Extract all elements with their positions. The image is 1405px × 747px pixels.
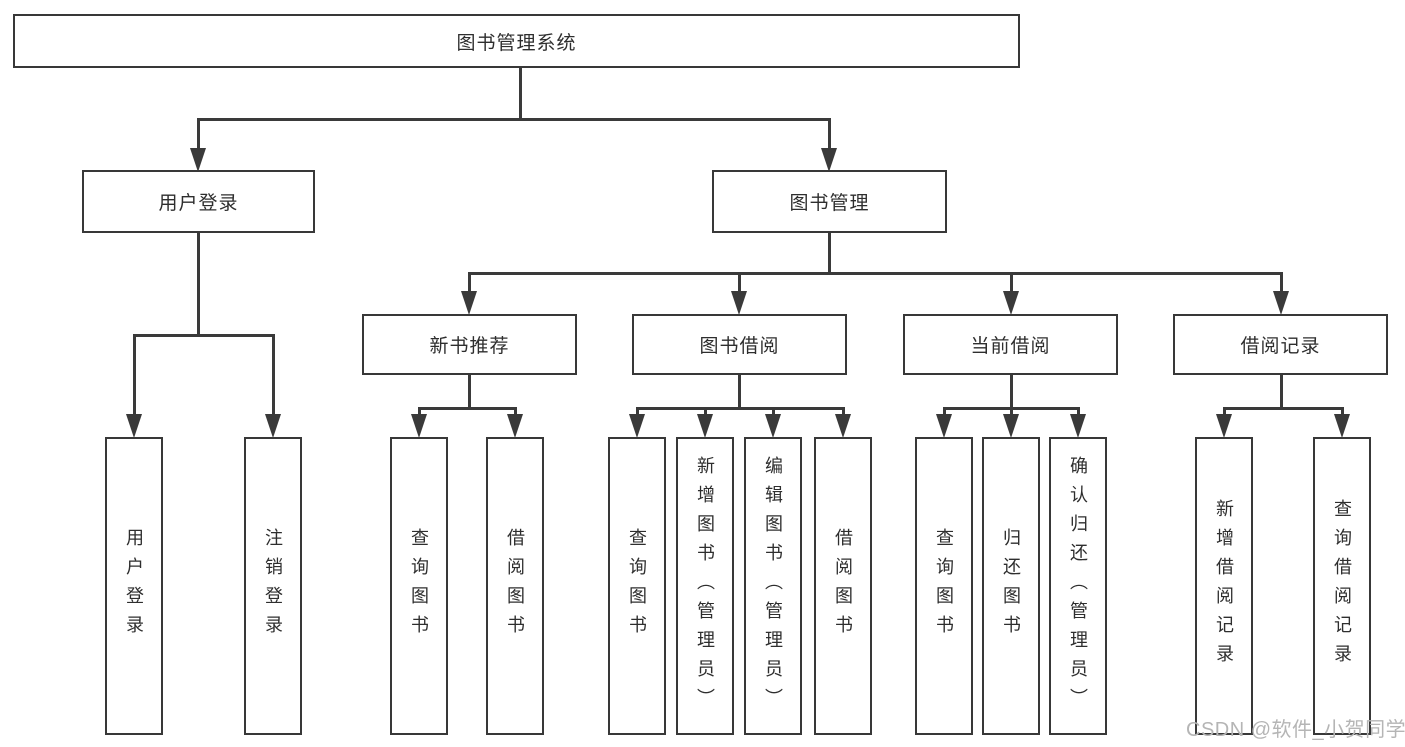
arrowhead-icon bbox=[1003, 414, 1019, 438]
edge-shaft bbox=[828, 118, 831, 152]
node-leaf-add-books-admin: 新增图书（管理员） bbox=[676, 437, 734, 735]
node-root-label: 图书管理系统 bbox=[456, 32, 577, 54]
node-new-book-recommend-label: 新书推荐 bbox=[429, 336, 510, 357]
leaf-label: 查询借阅记录 bbox=[1332, 499, 1352, 673]
node-leaf-logout: 注销登录 bbox=[244, 437, 302, 735]
node-leaf-query-borrow-record: 查询借阅记录 bbox=[1313, 437, 1371, 735]
edge-cat1-bar bbox=[418, 407, 517, 410]
edge-shaft bbox=[772, 407, 775, 418]
arrowhead-icon bbox=[765, 414, 781, 438]
arrowhead-icon bbox=[190, 148, 206, 172]
node-book-management: 图书管理 bbox=[712, 170, 947, 233]
edge-shaft bbox=[133, 334, 136, 418]
node-user-login: 用户登录 bbox=[82, 170, 315, 233]
edge-root-drop bbox=[519, 68, 522, 120]
leaf-label: 查询图书 bbox=[934, 528, 954, 644]
arrowhead-icon bbox=[697, 414, 713, 438]
node-leaf-return-books: 归还图书 bbox=[982, 437, 1040, 735]
edge-cat3-drop bbox=[1010, 375, 1013, 410]
edge-shaft bbox=[1077, 407, 1080, 418]
node-leaf-query-books-1: 查询图书 bbox=[390, 437, 448, 735]
node-leaf-user-login: 用户登录 bbox=[105, 437, 163, 735]
csdn-watermark: CSDN @软件_小贺同学 bbox=[1186, 719, 1405, 741]
node-leaf-edit-books-admin: 编辑图书（管理员） bbox=[744, 437, 802, 735]
leaf-label: 编辑图书（管理员） bbox=[763, 455, 783, 717]
arrowhead-icon bbox=[507, 414, 523, 438]
node-leaf-query-books-2: 查询图书 bbox=[608, 437, 666, 735]
leaf-label: 确认归还（管理员） bbox=[1068, 455, 1088, 717]
arrowhead-icon bbox=[461, 291, 477, 315]
edge-shaft bbox=[1010, 272, 1013, 294]
arrowhead-icon bbox=[1273, 291, 1289, 315]
edge-cat2-drop bbox=[738, 375, 741, 410]
edge-cat1-drop bbox=[468, 375, 471, 410]
arrowhead-icon bbox=[835, 414, 851, 438]
edge-shaft bbox=[514, 407, 517, 418]
arrowhead-icon bbox=[126, 414, 142, 438]
node-user-login-label: 用户登录 bbox=[158, 193, 239, 214]
edge-shaft bbox=[704, 407, 707, 418]
arrowhead-icon bbox=[821, 148, 837, 172]
leaf-label: 借阅图书 bbox=[833, 528, 853, 644]
edge-shaft bbox=[636, 407, 639, 418]
node-leaf-add-borrow-record: 新增借阅记录 bbox=[1195, 437, 1253, 735]
leaf-label: 查询图书 bbox=[409, 528, 429, 644]
edge-user-login-bar bbox=[133, 334, 274, 337]
arrowhead-icon bbox=[629, 414, 645, 438]
edge-root-bar bbox=[197, 118, 831, 121]
edge-shaft bbox=[738, 272, 741, 294]
leaf-label: 用户登录 bbox=[124, 528, 144, 644]
node-borrowing-records: 借阅记录 bbox=[1173, 314, 1388, 375]
node-book-management-label: 图书管理 bbox=[789, 193, 870, 214]
node-leaf-confirm-return-admin: 确认归还（管理员） bbox=[1049, 437, 1107, 735]
edge-shaft bbox=[272, 334, 275, 418]
edge-shaft bbox=[197, 118, 200, 152]
arrowhead-icon bbox=[1334, 414, 1350, 438]
edge-shaft bbox=[1280, 272, 1283, 294]
node-book-borrowing: 图书借阅 bbox=[632, 314, 847, 375]
leaf-label: 新增图书（管理员） bbox=[695, 455, 715, 717]
node-current-borrowing-label: 当前借阅 bbox=[970, 336, 1051, 357]
node-leaf-borrow-books-1: 借阅图书 bbox=[486, 437, 544, 735]
node-borrowing-records-label: 借阅记录 bbox=[1240, 336, 1321, 357]
node-root: 图书管理系统 bbox=[13, 14, 1020, 68]
node-leaf-borrow-books-2: 借阅图书 bbox=[814, 437, 872, 735]
arrowhead-icon bbox=[1070, 414, 1086, 438]
edge-shaft bbox=[842, 407, 845, 418]
arrowhead-icon bbox=[411, 414, 427, 438]
leaf-label: 归还图书 bbox=[1001, 528, 1021, 644]
edge-shaft bbox=[418, 407, 421, 418]
leaf-label: 查询图书 bbox=[627, 528, 647, 644]
node-new-book-recommend: 新书推荐 bbox=[362, 314, 577, 375]
edge-shaft bbox=[1223, 407, 1226, 418]
edge-shaft bbox=[1341, 407, 1344, 418]
edge-shaft bbox=[468, 272, 471, 294]
edge-book-mgmt-bar bbox=[468, 272, 1283, 275]
leaf-label: 新增借阅记录 bbox=[1214, 499, 1234, 673]
node-book-borrowing-label: 图书借阅 bbox=[699, 336, 780, 357]
leaf-label: 借阅图书 bbox=[505, 528, 525, 644]
edge-shaft bbox=[1010, 407, 1013, 418]
edge-shaft bbox=[943, 407, 946, 418]
arrowhead-icon bbox=[936, 414, 952, 438]
node-current-borrowing: 当前借阅 bbox=[903, 314, 1118, 375]
edge-user-login-drop bbox=[197, 233, 200, 336]
node-leaf-query-books-3: 查询图书 bbox=[915, 437, 973, 735]
arrowhead-icon bbox=[1003, 291, 1019, 315]
leaf-label: 注销登录 bbox=[263, 528, 283, 644]
arrowhead-icon bbox=[1216, 414, 1232, 438]
edge-cat4-bar bbox=[1223, 407, 1343, 410]
arrowhead-icon bbox=[265, 414, 281, 438]
edge-cat4-drop bbox=[1280, 375, 1283, 410]
edge-book-mgmt-drop bbox=[828, 233, 831, 275]
edge-cat2-bar bbox=[636, 407, 844, 410]
arrowhead-icon bbox=[731, 291, 747, 315]
